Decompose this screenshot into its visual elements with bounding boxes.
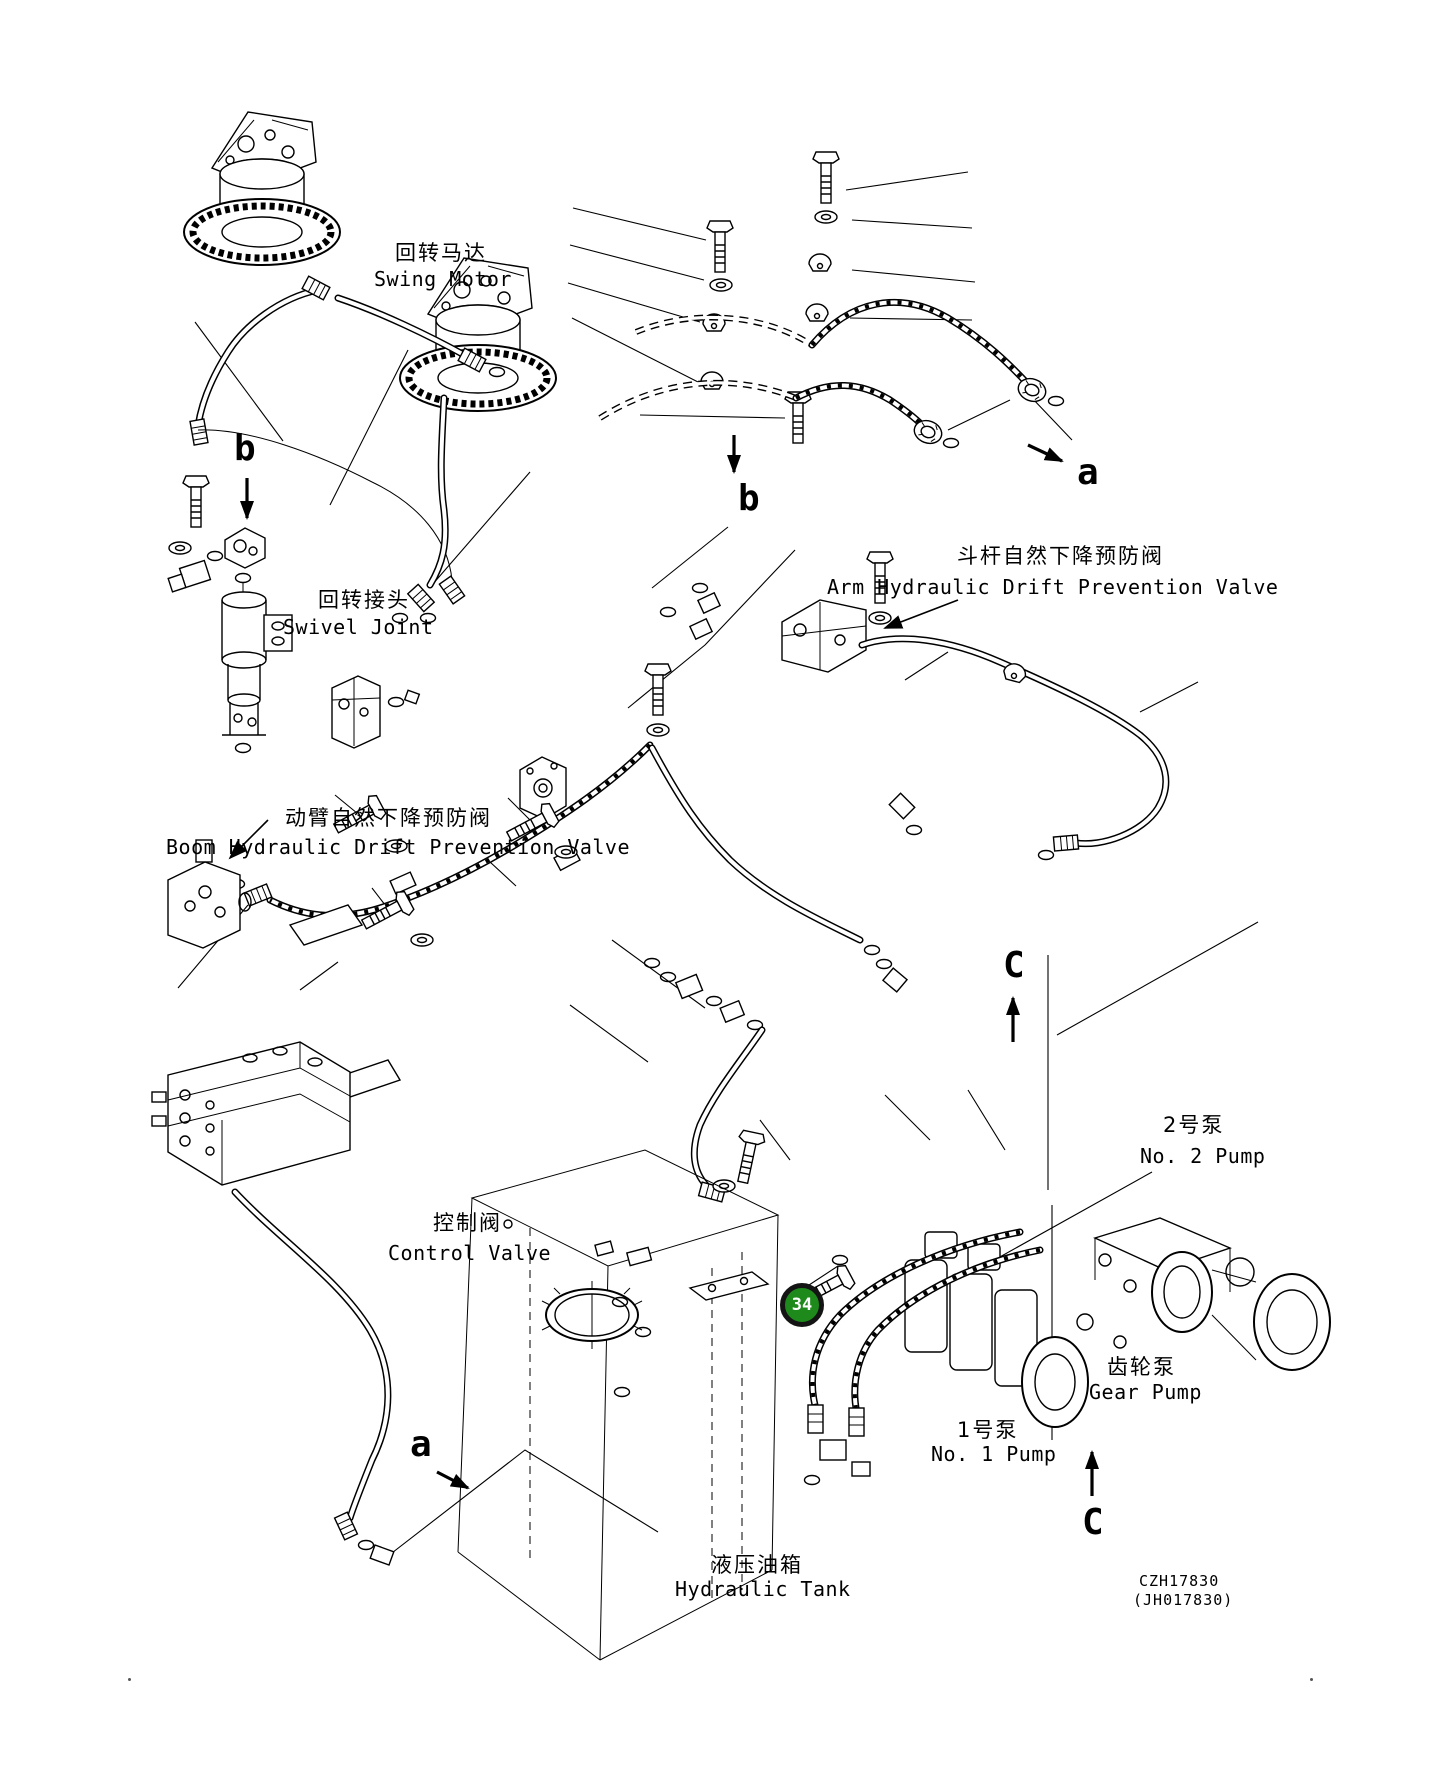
label-hydraulic-tank-zh: 液压油箱 [711,1553,803,1577]
view-marker-a-bottom-left: a [410,1424,432,1465]
label-control-valve-zh: 控制阀 [433,1211,502,1235]
upper-right-hoses [598,298,1065,449]
swivel-joint-assembly [221,527,293,754]
connector-block [519,756,567,820]
label-gear-pump-zh: 齿轮泵 [1107,1355,1176,1379]
part-callout-badge-34[interactable]: 34 [780,1283,824,1327]
label-hydraulic-tank-en: Hydraulic Tank [675,1577,851,1601]
label-no1-pump-zh: 1号泵 [957,1418,1019,1442]
view-arrows [240,435,1099,1496]
hydraulic-tank [457,1149,780,1661]
control-valve [151,1041,351,1186]
center-hoses [228,741,923,993]
label-arm-valve-en: Arm Hydraulic Drift Prevention Valve [827,575,1279,599]
label-swivel-joint-en: Swivel Joint [283,615,434,639]
swing-motor-hose [189,275,506,446]
view-marker-a-top-right: a [1077,452,1099,493]
left-fastener-group [167,475,224,593]
label-gear-pump-en: Gear Pump [1089,1380,1202,1404]
small-valve-mid [331,675,421,749]
view-marker-c-upper: C [1003,945,1025,986]
drawing-code-line2: (JH017830) [1133,1591,1234,1609]
label-control-valve-en: Control Valve [388,1241,552,1265]
pump-suction-hoses [798,1228,1044,1486]
arm-valve-hose [858,635,1170,861]
label-no2-pump-zh: 2号泵 [1163,1113,1225,1137]
view-marker-c-lower: C [1082,1502,1104,1543]
page-corner-dot-right [1310,1678,1313,1681]
pilot-pipe-left [197,394,466,624]
boom-drift-prevention-valve [167,819,269,949]
connector-chain [333,957,849,1266]
label-no2-pump-en: No. 2 Pump [1140,1144,1266,1168]
page-corner-dot-left [128,1678,131,1681]
label-swing-motor-en: Swing Motor [374,267,512,291]
label-arm-valve-zh: 斗杆自然下降预防阀 [957,544,1164,568]
drawing-code-line1: CZH17830 [1139,1572,1220,1590]
view-marker-b-right: b [738,478,760,519]
label-boom-valve-en: Boom Hydraulic Drift Prevention Valve [166,835,631,859]
swing-motor-1 [184,112,340,265]
arm-drift-prevention-valve [659,551,959,673]
control-valve-hose [231,1188,395,1566]
label-boom-valve-zh: 动臂自然下降预防阀 [285,806,492,830]
pump-assembly [904,1217,1331,1428]
label-no1-pump-en: No. 1 Pump [931,1442,1057,1466]
view-marker-b-left: b [234,428,256,469]
label-swivel-joint-zh: 回转接头 [318,588,410,612]
label-swing-motor-zh: 回转马达 [395,241,487,265]
leader-lines [177,171,1259,1557]
